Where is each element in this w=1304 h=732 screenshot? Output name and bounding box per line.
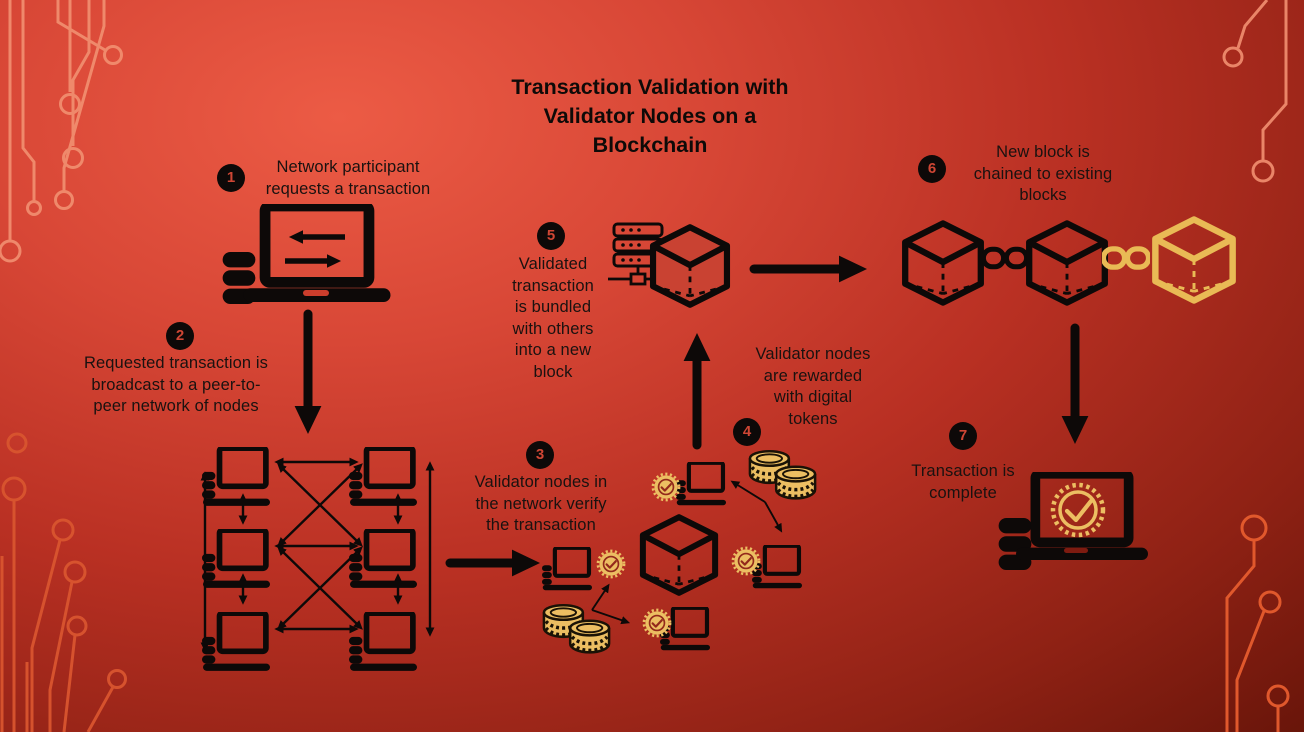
validator-laptop-icon xyxy=(752,546,802,588)
step-1-number: 1 xyxy=(217,164,245,192)
flow-arrows xyxy=(294,255,1089,577)
node-laptop-icon xyxy=(202,613,270,671)
p2p-network-icon xyxy=(200,448,435,671)
laptop-transfer-icon xyxy=(222,206,391,304)
validator-laptop-icon xyxy=(542,548,592,590)
step-6-caption: New block is chained to existing blocks xyxy=(973,143,1113,204)
block-cube-icon xyxy=(905,223,981,302)
chain-link-icon xyxy=(983,249,1026,266)
database-icon xyxy=(998,518,1032,570)
new-block-cube-icon xyxy=(653,227,727,304)
gold-block-cube-icon xyxy=(1155,220,1232,301)
verified-badge-icon xyxy=(642,608,672,638)
step-3-caption: Validator nodes in the network verify th… xyxy=(474,473,608,534)
reward-arrows xyxy=(591,480,783,625)
validator-cube-badges-icon xyxy=(542,449,817,655)
step-3-number: 3 xyxy=(526,441,554,469)
node-laptop-icon xyxy=(349,448,417,506)
circuit-decoration-bottom-right xyxy=(1225,514,1290,732)
circuit-decoration-top-left xyxy=(0,0,123,263)
step-4-number: 4 xyxy=(733,418,761,446)
step-7-number: 7 xyxy=(949,422,977,450)
step-5-number: 5 xyxy=(537,222,565,250)
step-6-number: 6 xyxy=(918,155,946,183)
gold-verified-badge-icon xyxy=(1050,482,1106,538)
laptop-verified-badge-icon xyxy=(998,474,1148,570)
step-1-caption: Network participant requests a transacti… xyxy=(265,158,431,198)
step-2-caption: Requested transaction is broadcast to a … xyxy=(83,354,268,415)
transfer-arrows-icon xyxy=(285,230,345,268)
step-2-number: 2 xyxy=(166,322,194,350)
node-laptop-icon xyxy=(202,448,270,506)
server-new-block-icon xyxy=(606,222,727,305)
gold-chain-link-icon xyxy=(1103,249,1148,267)
step-5-caption: Validated transaction is bundled with ot… xyxy=(512,255,594,381)
circuit-decoration-top-right xyxy=(1222,0,1288,183)
verified-badge-icon xyxy=(651,472,681,502)
digital-token-coins-icon xyxy=(748,449,817,501)
node-laptop-icon xyxy=(349,613,417,671)
block-cube-icon xyxy=(1029,223,1105,302)
step-7-caption: Transaction is complete xyxy=(911,462,1015,502)
verified-badge-icon xyxy=(596,549,626,579)
node-laptop-icon xyxy=(349,530,417,588)
block-cube-icon xyxy=(643,517,715,593)
chained-blocks-icon xyxy=(905,220,1232,303)
verified-badge-icon xyxy=(731,546,761,576)
circuit-decoration-bottom-left xyxy=(0,432,127,732)
step-4-caption: Validator nodes are rewarded with digita… xyxy=(755,345,871,428)
node-laptop-icon xyxy=(202,530,270,588)
validator-laptop-icon xyxy=(676,463,726,505)
page-title: Transaction Validation with Validator No… xyxy=(511,75,789,157)
